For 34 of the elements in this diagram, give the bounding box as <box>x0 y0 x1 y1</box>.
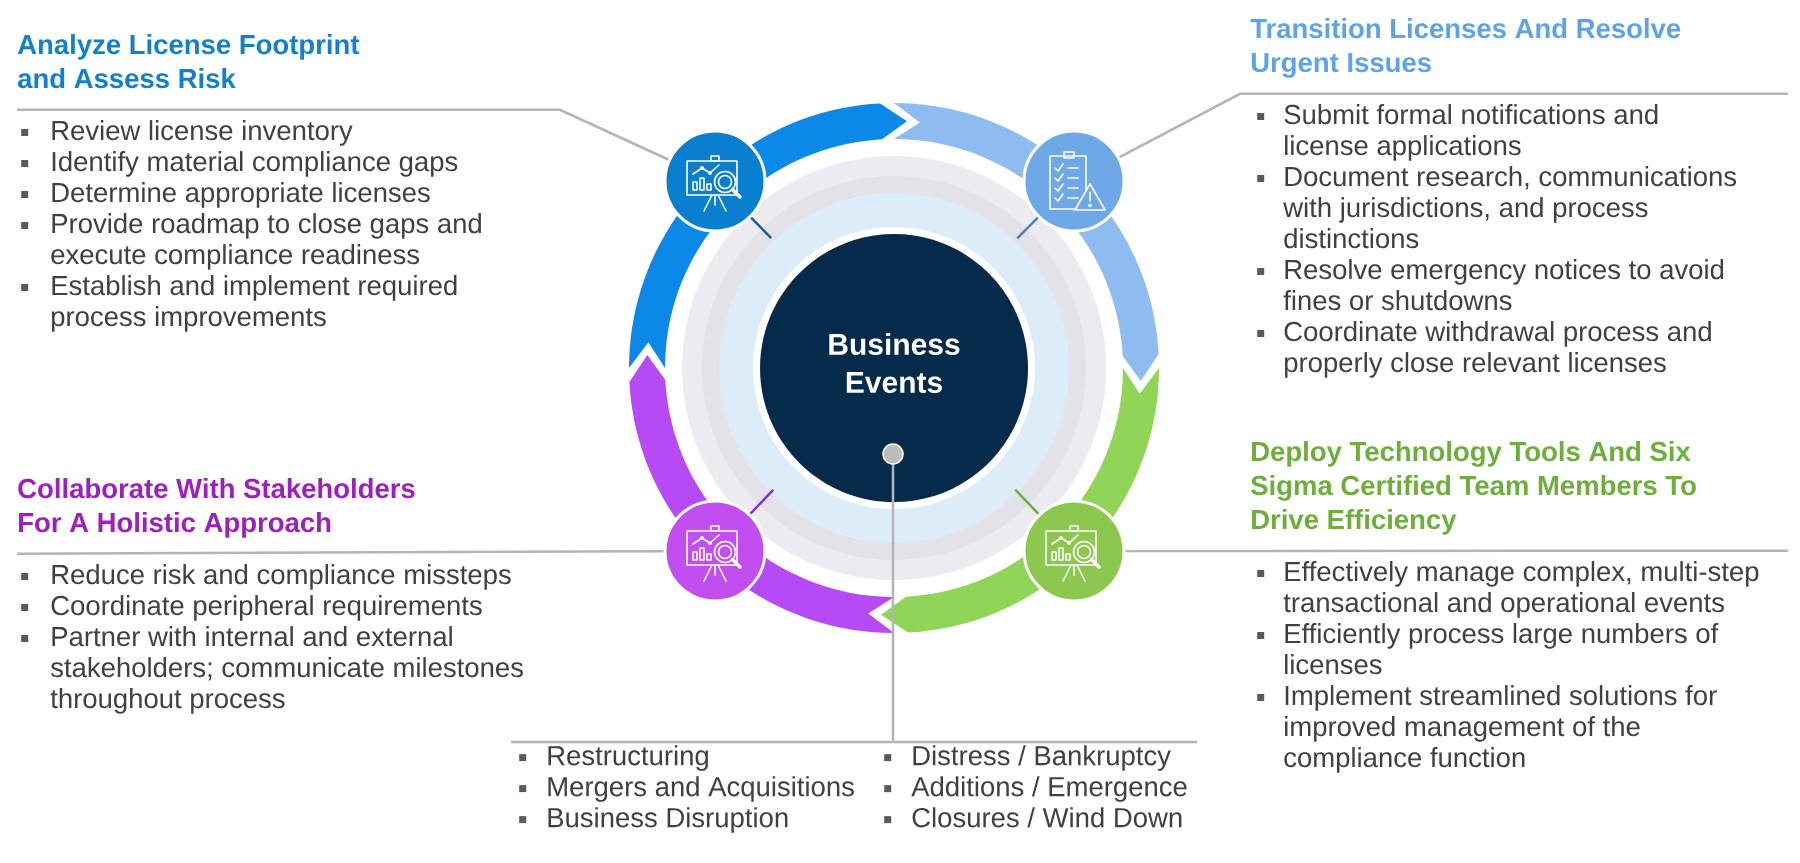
bullet-item: Effectively manage complex, multi-step transactional and operational events <box>1257 561 1759 618</box>
leader-line <box>1014 488 1040 515</box>
leader-line <box>1119 92 1788 159</box>
bullet-item: Review license inventory <box>21 120 353 146</box>
bullet-item: Business Disruption <box>519 807 788 833</box>
bullet-item: Reduce risk and compliance missteps <box>21 564 511 590</box>
leader-line <box>17 108 669 161</box>
bullet-item: Provide roadmap to close gaps and execute compliance readiness <box>21 213 481 270</box>
leader-line <box>1125 549 1788 553</box>
bullet-item: Additions / Emergence <box>884 776 1187 802</box>
heading: Analyze License Footprint and Assess Risk <box>17 34 360 89</box>
heading: Collaborate With Stakeholders For A Holistic Approach <box>18 478 415 538</box>
bullet-item: Establish and implement required process improvements <box>21 275 457 332</box>
bullet-item: Identify material compliance gaps <box>21 151 458 177</box>
bullet-item: Distress / Bankruptcy <box>884 745 1171 771</box>
bullet-item: Document research, communications with jurisdictions, and process distinctions <box>1257 166 1737 249</box>
leader-line <box>750 216 773 239</box>
bullet-item: Determine appropriate licenses <box>21 182 430 208</box>
bullet-item: Restructuring <box>519 745 708 771</box>
bullet-item: Resolve emergency notices to avoid fines or shutdowns <box>1257 259 1724 311</box>
bullet-item: Implement streamlined solutions for improved management of the compliance function <box>1257 685 1717 773</box>
bullet-item: Closures / Wind Down <box>884 807 1182 828</box>
bullet-item: Efficiently process large numbers of licenses <box>1257 623 1719 675</box>
leader-line <box>1016 216 1039 240</box>
leader-line <box>17 549 664 556</box>
bullet-item: Mergers and Acquisitions <box>519 776 854 802</box>
bullet-item: Submit formal notifications and license applications <box>1257 104 1658 161</box>
bullet-item: Coordinate withdrawal process and properly close relevant licenses <box>1257 321 1711 378</box>
bullet-item: Partner with internal and external stakeholders; communicate milestones throughout process <box>21 626 523 714</box>
bullet-item: Coordinate peripheral requirements <box>21 595 482 621</box>
leader-line <box>882 443 904 741</box>
heading: Transition Licenses And Resolve Urgent Issues <box>1250 18 1681 78</box>
heading: Deploy Technology Tools And Six Sigma Certified Team Members To Drive Efficiency <box>1251 441 1696 535</box>
leader-line <box>749 489 775 515</box>
